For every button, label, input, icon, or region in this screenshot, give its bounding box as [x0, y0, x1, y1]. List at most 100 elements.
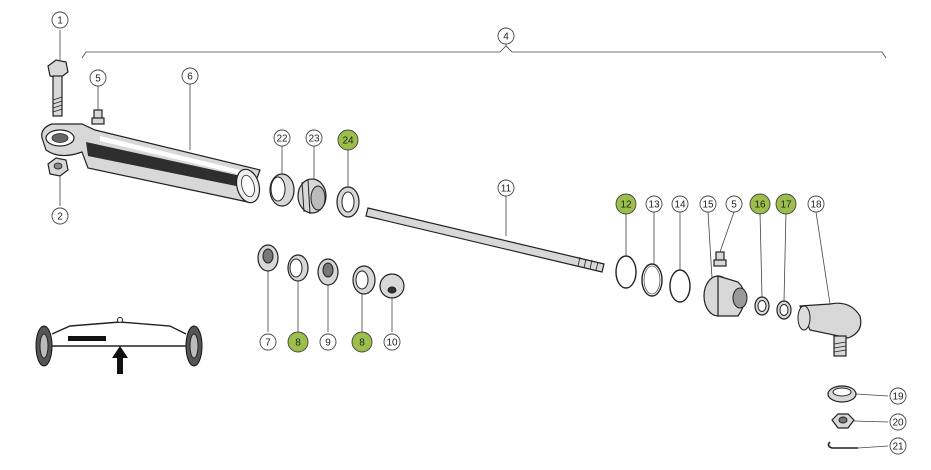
- callout-23-label: 23: [308, 134, 320, 145]
- callout-12: 12: [615, 193, 637, 215]
- callout-16-label: 16: [754, 200, 766, 211]
- callout-8b-circle: [351, 331, 373, 353]
- callout-23: 23: [305, 129, 323, 147]
- callout-18-label: 18: [810, 200, 822, 211]
- callout-1-circle: [51, 11, 69, 29]
- bushing-24-part: [336, 186, 360, 218]
- seal-8b-part: [352, 265, 376, 295]
- callout-4-label: 4: [503, 32, 509, 43]
- callout-5a-circle: [89, 69, 107, 87]
- cap-10-part: [379, 273, 405, 299]
- callout-19-circle: [889, 387, 907, 405]
- callout-17-circle: [775, 193, 797, 215]
- callout-24-circle: [337, 129, 359, 151]
- callout-6-circle: [181, 67, 199, 85]
- callout-2-label: 2: [57, 212, 63, 223]
- callout-21-circle: [889, 437, 907, 455]
- castle-nut-20-part: [831, 413, 855, 429]
- callout-10-label: 10: [386, 338, 398, 349]
- grease-nipple-2-part: [713, 251, 727, 267]
- callout-18: 18: [807, 195, 825, 213]
- piston-rod-part: [365, 207, 605, 273]
- cotter-pin-21-part: [827, 441, 858, 449]
- callout-22-label: 22: [276, 134, 288, 145]
- callout-6: 6: [181, 67, 199, 85]
- location-arrow-icon: [112, 346, 128, 374]
- callout-13-label: 13: [648, 200, 660, 211]
- callout-16: 16: [749, 193, 771, 215]
- callout-11-label: 11: [501, 184, 512, 195]
- callout-9-circle: [319, 333, 337, 351]
- o-ring-12-part: [615, 255, 637, 289]
- callout-8b: 8: [351, 331, 373, 353]
- o-ring-13-part: [641, 263, 663, 297]
- callout-12-circle: [615, 193, 637, 215]
- bolt-part: [47, 59, 69, 117]
- callout-11-circle: [497, 179, 515, 197]
- callout-4: 4: [497, 27, 515, 45]
- callout-8a-circle: [287, 331, 309, 353]
- callout-20-label: 20: [892, 418, 904, 429]
- housing-15-part: [703, 275, 748, 317]
- callout-17: 17: [775, 193, 797, 215]
- callout-22: 22: [273, 129, 291, 147]
- seal-19-part: [827, 385, 857, 403]
- callout-21: 21: [889, 437, 907, 455]
- callout-24-label: 24: [342, 136, 354, 147]
- callout-19: 19: [889, 387, 907, 405]
- callout-10: 10: [383, 333, 401, 351]
- nut-part: [47, 157, 69, 177]
- callout-5a: 5: [89, 69, 107, 87]
- callout-15-circle: [699, 195, 717, 213]
- callout-22-circle: [273, 129, 291, 147]
- bushing-17-part: [776, 300, 792, 320]
- callout-17-label: 17: [780, 200, 792, 211]
- callout-8b-label: 8: [359, 338, 365, 349]
- callout-14-label: 14: [674, 200, 686, 211]
- callout-19-label: 19: [892, 392, 904, 403]
- callout-15: 15: [699, 195, 717, 213]
- callout-9-label: 9: [325, 338, 331, 349]
- callout-16-circle: [749, 193, 771, 215]
- callout-7-label: 7: [265, 338, 271, 349]
- callout-11: 11: [497, 179, 515, 197]
- callout-8a: 8: [287, 331, 309, 353]
- callout-21-label: 21: [892, 442, 904, 453]
- callout-15-label: 15: [702, 200, 714, 211]
- cylinder-part: [41, 123, 261, 204]
- callout-1: 1: [51, 11, 69, 29]
- callout-2-circle: [51, 207, 69, 225]
- callout-12-label: 12: [620, 200, 632, 211]
- callout-24: 24: [337, 129, 359, 151]
- assembly-bracket: [81, 44, 887, 59]
- callout-leaders: [59, 30, 889, 449]
- callout-18-circle: [807, 195, 825, 213]
- callout-13-circle: [645, 195, 663, 213]
- grease-nipple-part: [91, 109, 105, 125]
- bushing-9-part: [317, 258, 339, 286]
- callout-5b: 5: [725, 195, 743, 213]
- callout-2: 2: [51, 207, 69, 225]
- callout-1-label: 1: [57, 16, 63, 27]
- callout-20: 20: [889, 413, 907, 431]
- callout-5a-label: 5: [95, 74, 101, 85]
- piston-23-part: [297, 178, 327, 215]
- callout-13: 13: [645, 195, 663, 213]
- location-inset: [35, 317, 203, 374]
- callout-8a-label: 8: [295, 338, 301, 349]
- callout-5b-circle: [725, 195, 743, 213]
- bushing-7-part: [257, 244, 279, 272]
- ball-joint-18-part: [797, 302, 862, 357]
- callout-7-circle: [259, 333, 277, 351]
- callout-23-circle: [305, 129, 323, 147]
- callout-10-circle: [383, 333, 401, 351]
- seal-8a-part: [287, 254, 309, 282]
- callout-7: 7: [259, 333, 277, 351]
- callout-20-circle: [889, 413, 907, 431]
- o-ring-14-part: [669, 269, 691, 303]
- callout-5b-label: 5: [731, 200, 737, 211]
- bushing-16-part: [754, 296, 770, 316]
- callout-14-circle: [671, 195, 689, 213]
